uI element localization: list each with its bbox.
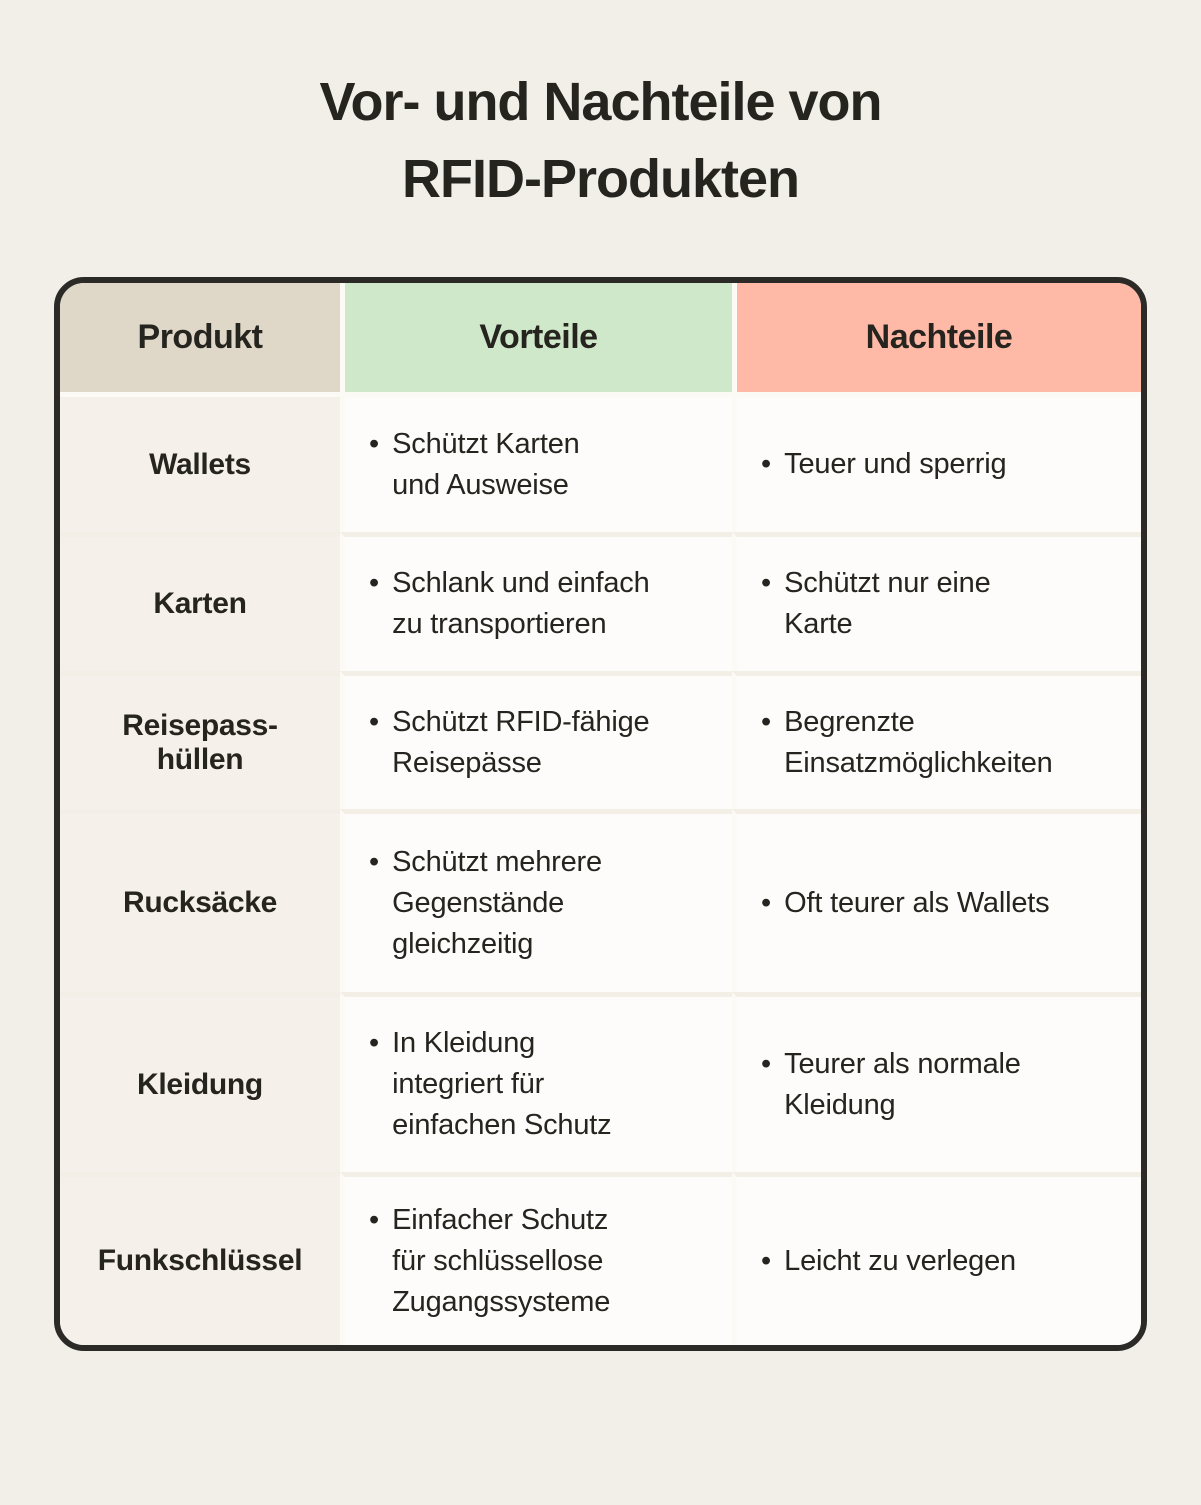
nachteile-text: Teurer als normale Kleidung: [784, 1047, 1021, 1121]
nachteile-cell-funkschluessel: • Leicht zu verlegen: [732, 1172, 1141, 1346]
bullet-item: • In Kleidung integriert für einfachen S…: [369, 1023, 612, 1147]
bullet-item: • Begrenzte Einsatzmöglichkeiten: [761, 702, 1053, 784]
bullet-item: • Oft teurer als Wallets: [761, 883, 1050, 924]
vorteile-cell-kleidung: • In Kleidung integriert für einfachen S…: [340, 992, 732, 1173]
infographic: Vor- und Nachteile von RFID-Produkten Pr…: [0, 64, 1201, 1352]
nachteile-text: Oft teurer als Wallets: [784, 886, 1050, 919]
nachteile-text: Begrenzte Einsatzmöglichkeiten: [784, 705, 1053, 779]
column-header-produkt: Produkt: [60, 283, 340, 393]
bullet-icon: •: [369, 845, 380, 878]
nachteile-text: Teuer und sperrig: [784, 448, 1007, 481]
nachteile-cell-reisepasshuellen: • Begrenzte Einsatzmöglichkeiten: [732, 671, 1141, 810]
vorteile-text: Schützt mehrere Gegenstände gleichzeitig: [392, 845, 602, 960]
bullet-item: • Schützt mehrere Gegenstände gleichzeit…: [369, 842, 602, 966]
product-cell-karten: Karten: [60, 532, 340, 672]
nachteile-cell-wallets: • Teuer und sperrig: [732, 392, 1141, 533]
column-header-vorteile: Vorteile: [340, 283, 732, 393]
product-cell-funkschluessel: Funkschlüssel: [60, 1172, 340, 1346]
vorteile-text: Schützt Karten und Ausweise: [392, 427, 580, 501]
bullet-icon: •: [369, 705, 380, 738]
bullet-item: • Schützt nur eine Karte: [761, 563, 991, 645]
page-title: Vor- und Nachteile von RFID-Produkten: [319, 72, 882, 209]
bullet-icon: •: [369, 1027, 380, 1060]
vorteile-cell-karten: • Schlank und einfach zu transportieren: [340, 532, 732, 672]
bullet-item: • Schlank und einfach zu transportieren: [369, 563, 650, 645]
bullet-icon: •: [761, 1244, 772, 1277]
comparison-table: Produkt Vorteile Nachteile Wallets • Sch…: [54, 277, 1147, 1352]
nachteile-cell-kleidung: • Teurer als normale Kleidung: [732, 992, 1141, 1173]
column-header-produkt-label: Produkt: [137, 318, 263, 357]
column-header-vorteile-label: Vorteile: [479, 318, 598, 357]
bullet-icon: •: [761, 1047, 772, 1080]
vorteile-text: Schützt RFID-fähige Reisepässe: [392, 705, 650, 779]
column-header-nachteile-label: Nachteile: [865, 318, 1013, 357]
nachteile-text: Schützt nur eine Karte: [784, 567, 991, 641]
vorteile-text: Schlank und einfach zu transportieren: [392, 567, 650, 641]
bullet-icon: •: [761, 705, 772, 738]
bullet-icon: •: [761, 448, 772, 481]
nachteile-text: Leicht zu verlegen: [784, 1244, 1016, 1277]
bullet-item: • Einfacher Schutz für schlüssellose Zug…: [369, 1200, 610, 1324]
bullet-item: • Leicht zu verlegen: [761, 1241, 1016, 1282]
bullet-icon: •: [761, 567, 772, 600]
column-header-nachteile: Nachteile: [732, 283, 1141, 393]
nachteile-cell-karten: • Schützt nur eine Karte: [732, 532, 1141, 672]
bullet-item: • Teurer als normale Kleidung: [761, 1044, 1021, 1126]
product-cell-reisepasshuellen: Reisepass- hüllen: [60, 671, 340, 810]
bullet-icon: •: [369, 427, 380, 460]
product-cell-wallets: Wallets: [60, 392, 340, 533]
product-cell-rucksaecke: Rucksäcke: [60, 809, 340, 993]
bullet-icon: •: [369, 1203, 380, 1236]
bullet-icon: •: [761, 886, 772, 919]
vorteile-cell-funkschluessel: • Einfacher Schutz für schlüssellose Zug…: [340, 1172, 732, 1346]
nachteile-cell-rucksaecke: • Oft teurer als Wallets: [732, 809, 1141, 993]
bullet-item: • Schützt RFID-fähige Reisepässe: [369, 702, 650, 784]
vorteile-text: Einfacher Schutz für schlüssellose Zugan…: [392, 1203, 611, 1318]
vorteile-cell-rucksaecke: • Schützt mehrere Gegenstände gleichzeit…: [340, 809, 732, 993]
product-cell-kleidung: Kleidung: [60, 992, 340, 1173]
bullet-icon: •: [369, 567, 380, 600]
bullet-item: • Teuer und sperrig: [761, 444, 1007, 485]
bullet-item: • Schützt Karten und Ausweise: [369, 424, 580, 506]
vorteile-cell-reisepasshuellen: • Schützt RFID-fähige Reisepässe: [340, 671, 732, 810]
vorteile-cell-wallets: • Schützt Karten und Ausweise: [340, 392, 732, 533]
vorteile-text: In Kleidung integriert für einfachen Sch…: [392, 1027, 612, 1142]
